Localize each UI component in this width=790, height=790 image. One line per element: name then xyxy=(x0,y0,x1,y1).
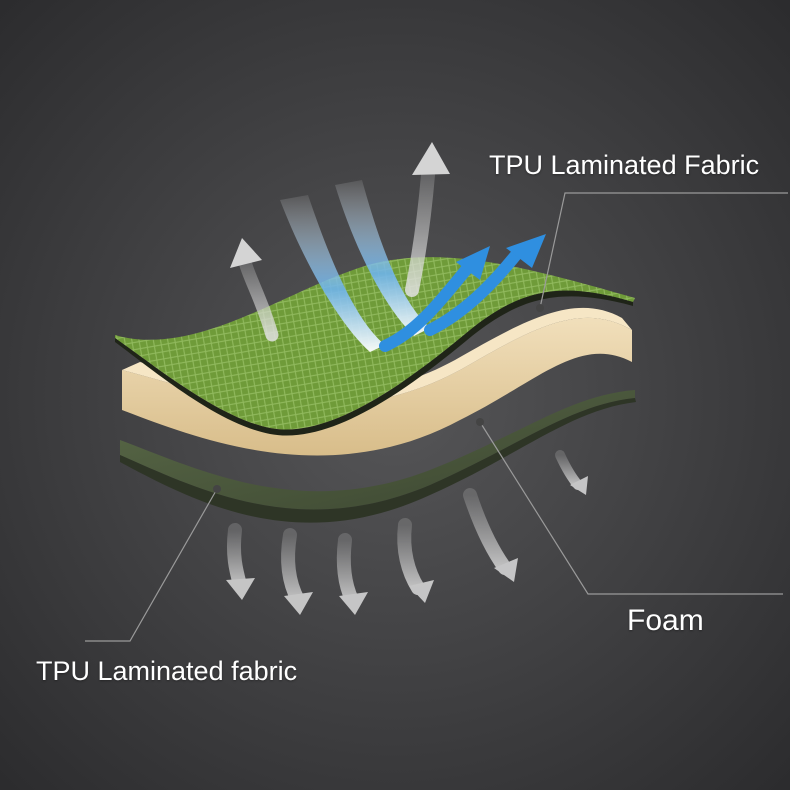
up-arrow-icon xyxy=(230,142,450,342)
down-arrow-icon xyxy=(226,450,588,615)
up-arrow-icon xyxy=(379,234,546,352)
incoming-air-bands xyxy=(280,180,430,352)
top-layer-label: TPU Laminated Fabric xyxy=(489,150,760,180)
foam-layer-label: Foam xyxy=(627,604,704,637)
bottom-tpu-layer xyxy=(120,390,635,510)
leader-lines xyxy=(85,192,788,642)
bottom-layer-label: TPU Laminated fabric xyxy=(36,656,298,686)
